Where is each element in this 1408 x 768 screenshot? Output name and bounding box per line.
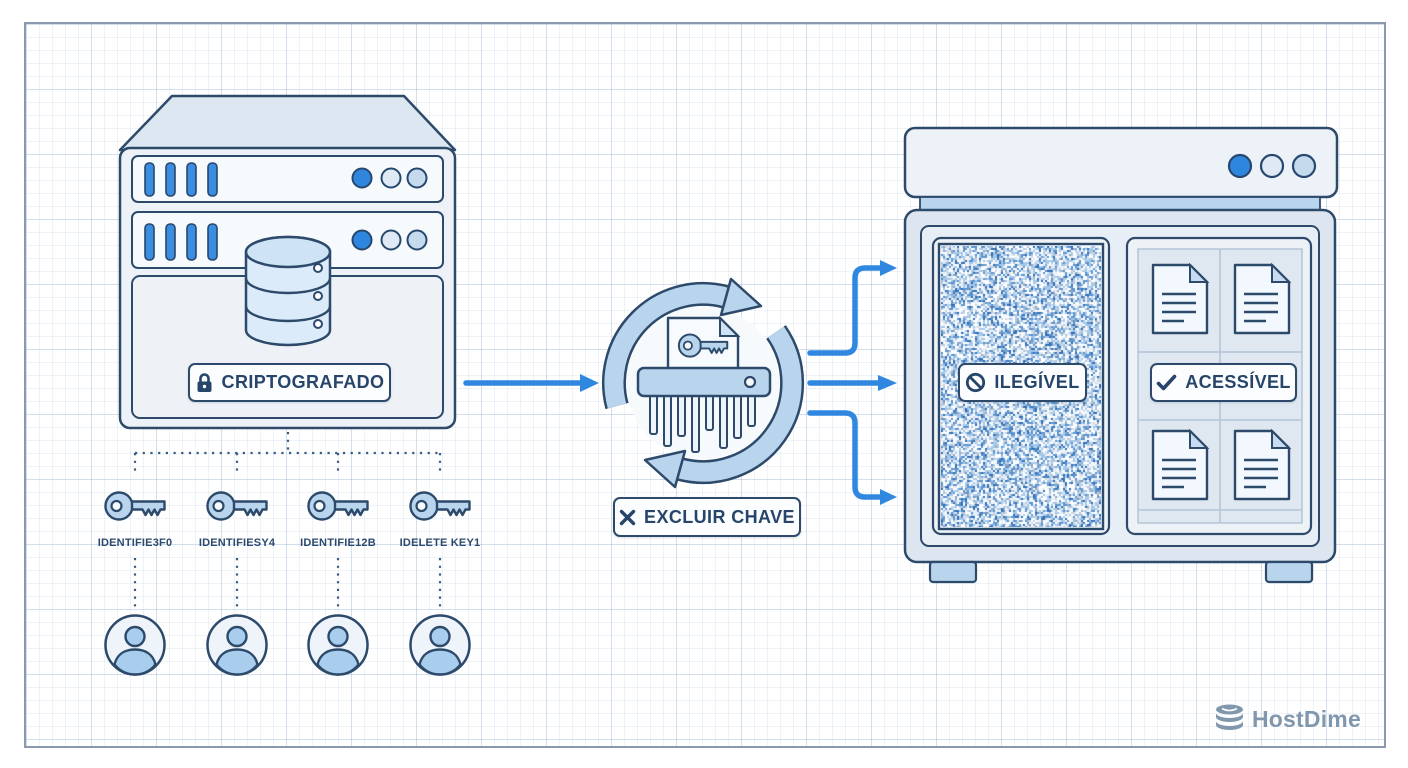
status-leds-2 [353, 231, 427, 250]
user-avatar-4 [411, 616, 470, 675]
database-icon [246, 237, 330, 345]
storage-foot-left [930, 562, 976, 582]
criptografado-badge: CRIPTOGRAFADO [188, 363, 391, 402]
hostdime-logo-icon [1214, 703, 1245, 735]
key-distribution-dotted-lines [135, 432, 440, 611]
storage-status-leds [1229, 155, 1315, 177]
lock-icon [195, 372, 214, 393]
user-avatar-3 [309, 616, 368, 675]
check-icon [1156, 374, 1177, 391]
key-icon-4 [411, 493, 470, 520]
storage-blue-strip [920, 197, 1320, 210]
hostdime-logo-text: HostDime [1252, 706, 1361, 733]
document-icon-2 [1235, 265, 1289, 333]
key-to-user-dotted-lines [135, 558, 440, 611]
hostdime-logo: HostDime [1214, 703, 1361, 735]
key-icon-2 [208, 493, 267, 520]
document-icon-1 [1153, 265, 1207, 333]
user-avatar-1 [106, 616, 165, 675]
key-label-4: IDELETE KEY1 [378, 537, 502, 549]
ilegivel-label: ILEGÍVEL [994, 372, 1079, 393]
shredder-to-storage-arrow-top [810, 268, 880, 353]
no-entry-icon [965, 372, 986, 393]
key-icon-3 [309, 493, 368, 520]
document-icon-3 [1153, 431, 1207, 499]
acessivel-badge: ACESSÍVEL [1150, 363, 1297, 402]
server-top-face [120, 96, 455, 150]
acessivel-label: ACESSÍVEL [1185, 372, 1291, 393]
excluir-chave-label: EXCLUIR CHAVE [644, 507, 795, 528]
excluir-chave-badge: EXCLUIR CHAVE [613, 497, 801, 537]
shredder-to-storage-arrow-bottom [810, 413, 880, 497]
key-icon-1 [106, 493, 165, 520]
storage-foot-right [1266, 562, 1312, 582]
user-avatar-2 [208, 616, 267, 675]
status-leds-1 [353, 169, 427, 188]
x-icon [619, 509, 636, 526]
document-icon-4 [1235, 431, 1289, 499]
shredder-cycle [614, 279, 792, 487]
criptografado-label: CRIPTOGRAFADO [222, 372, 385, 393]
ilegivel-badge: ILEGÍVEL [958, 363, 1087, 402]
